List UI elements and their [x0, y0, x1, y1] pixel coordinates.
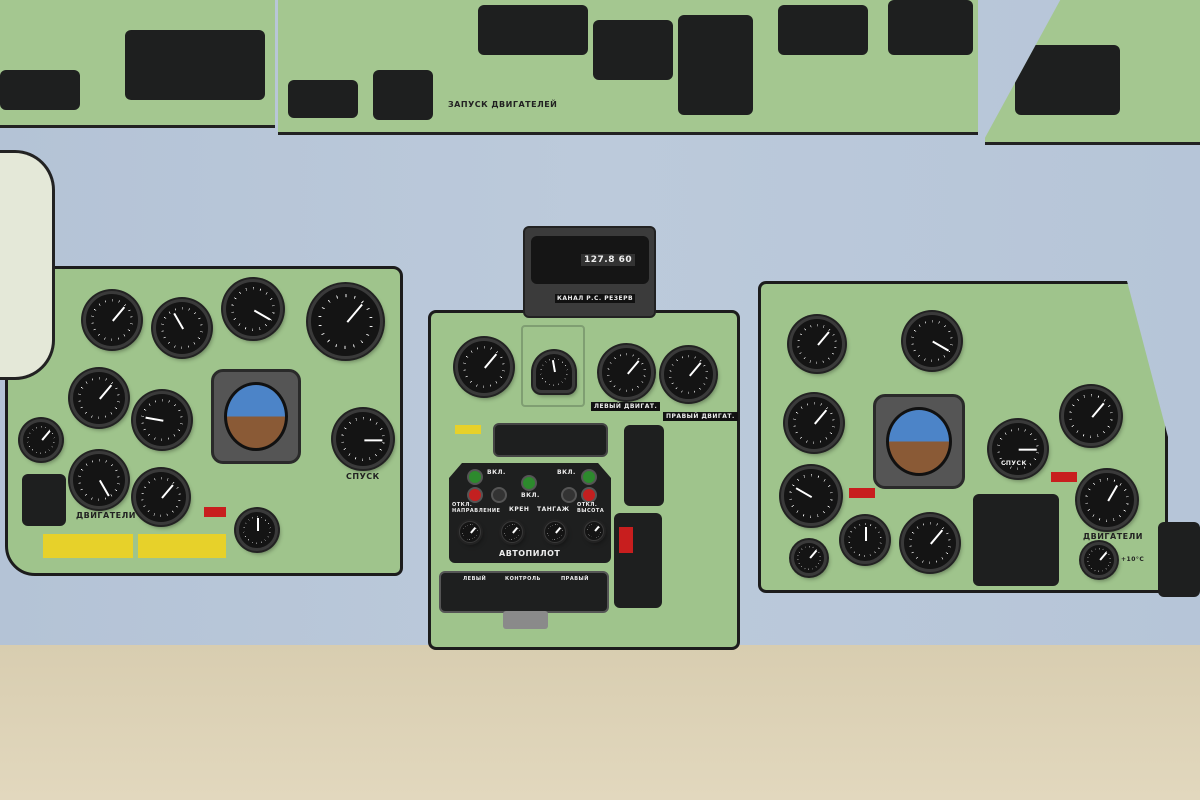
pitch-knob[interactable]: [544, 521, 566, 543]
red-lamp: [581, 487, 597, 503]
attitude-indicator: [211, 369, 301, 464]
compass-gauge: [223, 279, 283, 339]
switch-block: [778, 5, 868, 55]
altitude-knob[interactable]: [584, 521, 604, 541]
speed-gauge: [70, 369, 128, 427]
altimeter-gauge: [781, 466, 841, 526]
temperature-gauge: [1081, 542, 1117, 578]
left-instrument-panel: СПУСК ДВИГАТЕЛИ: [5, 266, 403, 576]
dual-gauge: [133, 469, 189, 525]
roll-knob[interactable]: [501, 521, 523, 543]
warning-lamp: [849, 488, 875, 498]
horizon-icon: [224, 382, 288, 451]
left-label: ЛЕВЫЙ: [463, 576, 487, 582]
on-label: ВКЛ.: [521, 492, 540, 499]
switch-block: [678, 15, 753, 115]
gyro-gauge: [841, 516, 889, 564]
voltmeter-frame: [521, 325, 585, 407]
small-gauge: [236, 509, 278, 551]
warning-placard: [455, 425, 481, 434]
vertical-speed-gauge: [333, 409, 393, 469]
attitude-indicator: [873, 394, 965, 489]
switch-block: [288, 80, 358, 118]
power-switch-guard[interactable]: [619, 527, 633, 553]
small-gauge: [20, 419, 62, 461]
heading-label: ОТКЛ. НАПРАВЛЕНИЕ: [452, 502, 501, 514]
pitch-label: ТАНГАЖ: [537, 506, 570, 513]
right-instrument-panel: СПУСК ДВИГАТЕЛИ +10°C: [758, 281, 1168, 593]
side-panel-edge: [0, 150, 55, 380]
red-lamp: [467, 487, 483, 503]
switch-block: [0, 70, 80, 110]
warning-lamp: [1051, 472, 1077, 482]
switch-block: [373, 70, 433, 120]
switch-block: [888, 0, 973, 55]
warning-lamp: [204, 507, 226, 517]
green-lamp: [521, 475, 537, 491]
temperature-label: +10°C: [1121, 556, 1145, 563]
roll-label: КРЕН: [509, 506, 530, 513]
engine-start-label: ЗАПУСК ДВИГАТЕЛЕЙ: [448, 100, 558, 109]
top-panel-1: [0, 0, 275, 128]
flap-indicator: [22, 474, 66, 526]
control-strip: ЛЕВЫЙ КОНТРОЛЬ ПРАВЫЙ: [439, 571, 609, 613]
on-label: ВКЛ.: [557, 469, 576, 476]
airspeed-gauge: [785, 394, 843, 452]
top-panel-2: ЗАПУСК ДВИГАТЕЛЕЙ: [278, 0, 978, 135]
lamp: [561, 487, 577, 503]
altimeter-gauge: [83, 291, 141, 349]
lamp: [491, 487, 507, 503]
radio-plate: КАНАЛ Р.С. РЕЗЕРВ: [555, 294, 636, 303]
right-label: ПРАВЫЙ: [561, 576, 589, 582]
switch-block: [1015, 45, 1120, 115]
control-label: КОНТРОЛЬ: [505, 576, 541, 582]
floor: [0, 645, 1200, 800]
warning-placards: [43, 534, 133, 558]
engines-label: ДВИГАТЕЛИ: [1083, 532, 1143, 541]
handle[interactable]: [503, 611, 548, 629]
engine-gauge: [70, 451, 128, 509]
autopilot-label: АВТОПИЛОТ: [499, 549, 561, 558]
green-lamp: [467, 469, 483, 485]
horizon-icon: [886, 407, 952, 476]
heading-knob[interactable]: [459, 521, 481, 543]
switch-block: [125, 30, 265, 100]
warning-placards: [138, 534, 226, 558]
power-switch-box: [614, 513, 662, 608]
phase-switch-block: [1158, 522, 1200, 597]
turn-gauge: [133, 391, 191, 449]
engines-label: ДВИГАТЕЛИ: [76, 511, 136, 520]
altitude-label: ОТКЛ. ВЫСОТА: [577, 502, 605, 514]
vertical-speed-gauge: [989, 420, 1047, 478]
autopilot-panel: ЛЕВЫЙ ДВИГАТ. ПРАВЫЙ ДВИГАТ. ВКЛ. ВКЛ. В…: [428, 310, 740, 650]
right-engine-gauge: [661, 347, 716, 402]
descent-label: СПУСК: [1001, 460, 1027, 467]
manifold-gauge: [901, 514, 959, 572]
radio-unit: 127.8 60 КАНАЛ Р.С. РЕЗЕРВ: [523, 226, 656, 318]
on-label: ВКЛ.: [487, 469, 506, 476]
left-engine-gauge: [599, 345, 654, 400]
fuel-pressure-gauge: [455, 338, 513, 396]
descent-label: СПУСК: [346, 472, 380, 481]
green-lamp: [581, 469, 597, 485]
airspeed-gauge: [308, 284, 383, 359]
switch-box: [624, 425, 664, 506]
left-engine-label: ЛЕВЫЙ ДВИГАТ.: [591, 402, 661, 411]
clock-gauge: [153, 299, 211, 357]
right-engine-label: ПРАВЫЙ ДВИГАТ.: [663, 412, 738, 421]
warning-lamp-block: [478, 5, 588, 55]
small-gauge: [791, 540, 827, 576]
compass-gauge: [903, 312, 961, 370]
radio-frequency: 127.8 60: [581, 254, 636, 266]
voltmeter-gauge: [533, 351, 575, 393]
engine-start-block: [593, 20, 673, 80]
rpm-gauge: [1061, 386, 1121, 446]
autopilot-controller: ВКЛ. ВКЛ. ВКЛ. ОТКЛ. НАПРАВЛЕНИЕ КРЕН ТА…: [449, 463, 611, 563]
clock-gauge: [789, 316, 845, 372]
engine-gauge: [1077, 470, 1137, 530]
fuel-switch-block: [973, 494, 1059, 586]
trim-control[interactable]: [493, 423, 608, 457]
